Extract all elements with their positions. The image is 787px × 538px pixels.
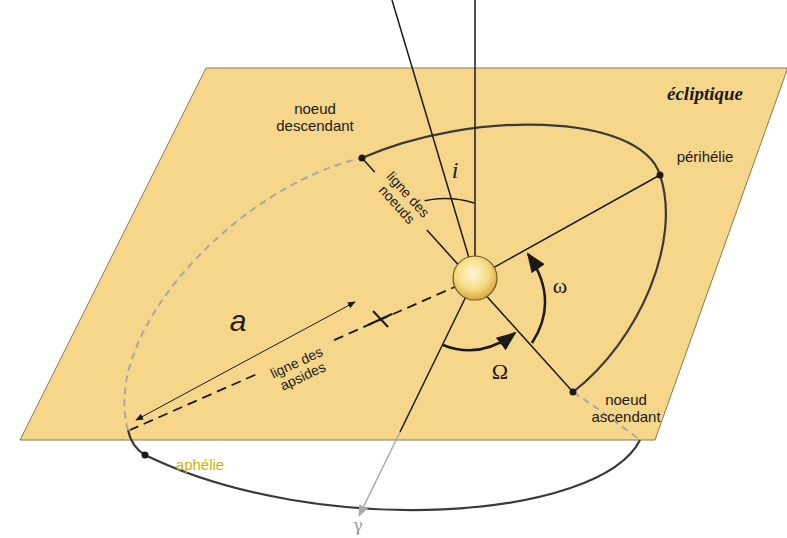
ecliptic-normal [474, 0, 476, 278]
sun [453, 256, 497, 300]
node-longitude-arc [443, 333, 515, 350]
line-of-apsides [130, 278, 475, 430]
diagram-label: ω [553, 274, 567, 298]
diagram-label: aphélie [176, 457, 224, 474]
vernal-arrow [359, 432, 400, 516]
semi-major-axis [136, 302, 355, 420]
diagram-label: noeud descendant [270, 101, 360, 134]
ecliptic-plane [20, 68, 787, 440]
perihelion-argument-arc [528, 254, 545, 343]
vernal-line [400, 278, 475, 432]
aphelion-point [142, 452, 149, 459]
diagram-label: ligne des noeuds [364, 160, 441, 240]
diagram-label: noeud ascendant [581, 392, 671, 425]
perihelion-line [475, 175, 660, 278]
diagram-label: Ω [492, 360, 508, 384]
diagram-label: i [452, 157, 459, 183]
diagram-label: périhélie [677, 149, 734, 166]
orbit-hidden [124, 158, 362, 430]
diagram-label: ligne des apsides [258, 339, 343, 402]
orbit-lower [128, 430, 640, 510]
diagram-label: γ [353, 517, 363, 535]
center-cross [368, 314, 392, 325]
line-of-nodes [362, 158, 573, 392]
orbit-upper [362, 125, 666, 392]
diagram-label: a [230, 304, 247, 337]
diagram-label: écliptique [667, 84, 743, 105]
